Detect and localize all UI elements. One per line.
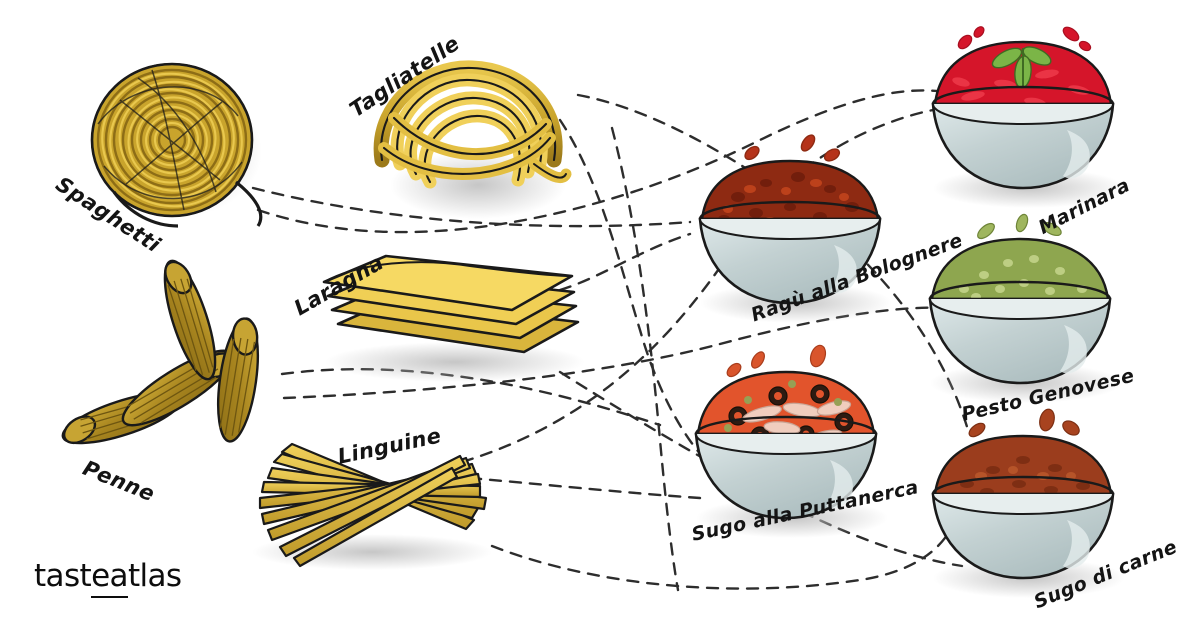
tagliatelle-illustration <box>373 60 572 219</box>
bowl-marinara <box>931 26 1125 208</box>
linguine-illustration <box>252 442 492 570</box>
connector-spaghetti-bolognese <box>251 186 692 228</box>
connector-laragna-bolognese <box>558 232 692 292</box>
connector-cross-b <box>558 370 964 568</box>
connector-cross-a <box>610 126 680 592</box>
tasteatlas-logo[interactable]: tasteatlas <box>34 558 182 598</box>
basil-garnish <box>991 46 1052 89</box>
laragna-illustration <box>322 254 585 382</box>
logo-part-2-underlined: ea <box>91 558 129 598</box>
splash-ragu <box>744 134 841 162</box>
bowl-ragu-bolognese <box>698 134 892 323</box>
logo-part-3: tlas <box>127 558 182 594</box>
penne-illustration <box>61 259 260 445</box>
connector-spaghetti-marinara <box>256 89 947 234</box>
splash-pesto <box>977 213 1062 240</box>
connector-tagliatelle-bolognese <box>558 118 718 472</box>
logo-part-1: tast <box>34 558 92 594</box>
connector-linguine-carne <box>490 510 960 590</box>
connector-linguine-puttanesca <box>468 476 702 500</box>
bowl-pesto-genovese <box>928 213 1122 403</box>
splash-puttanesca <box>726 344 827 378</box>
connector-penne-pesto <box>282 306 946 400</box>
bowl-sugo-di-carne <box>931 408 1125 598</box>
splash-marinara <box>957 26 1092 52</box>
splash-carne <box>968 408 1080 438</box>
spaghetti-illustration <box>90 62 263 228</box>
bowl-sugo-puttanesca <box>694 344 888 538</box>
